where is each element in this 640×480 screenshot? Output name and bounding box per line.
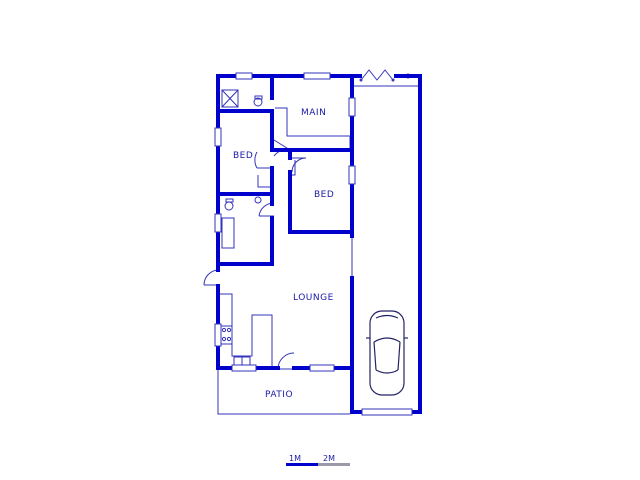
- bathtub-icon: [221, 217, 235, 249]
- car-icon: [366, 310, 408, 396]
- window-bottom-1: [231, 364, 257, 372]
- scale-label-2m: 2M: [323, 454, 335, 463]
- fixtures: [217, 85, 420, 415]
- toilet-icon: [253, 97, 263, 107]
- window-top-1: [235, 72, 253, 80]
- kitchen-counter: [220, 293, 273, 368]
- room-label-bed-1: BED: [233, 151, 253, 161]
- shower-icon: [221, 89, 239, 108]
- room-label-main: MAIN: [301, 108, 326, 118]
- scale-label-1m: 1M: [289, 454, 301, 463]
- doors: [203, 139, 307, 370]
- room-label-bed-2: BED: [314, 190, 334, 200]
- basin-icon: [254, 196, 262, 204]
- toilet-icon-2: [224, 201, 234, 211]
- windows: [214, 72, 413, 416]
- window-top-2: [303, 72, 331, 80]
- garage-door-icon: [360, 69, 394, 81]
- window-left-3: [214, 323, 222, 347]
- room-labels: MAIN BED BED LOUNGE PATIO: [233, 108, 334, 400]
- window-bottom-2: [309, 364, 335, 372]
- window-garage-bottom: [361, 408, 413, 416]
- room-label-patio: PATIO: [265, 390, 293, 400]
- scale-bar: 1M 2M: [286, 454, 350, 466]
- window-left-2: [214, 213, 222, 233]
- window-right-main: [348, 97, 356, 117]
- patio-outline: [217, 370, 350, 415]
- walls: [216, 74, 422, 414]
- window-right-bed: [348, 165, 356, 185]
- window-left-1: [214, 127, 222, 147]
- room-label-lounge: LOUNGE: [293, 293, 334, 303]
